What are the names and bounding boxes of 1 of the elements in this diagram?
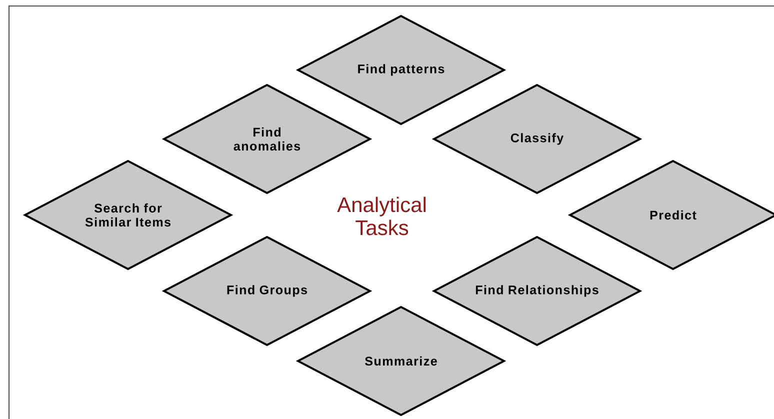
center-title: Analytical Tasks [337,196,426,236]
